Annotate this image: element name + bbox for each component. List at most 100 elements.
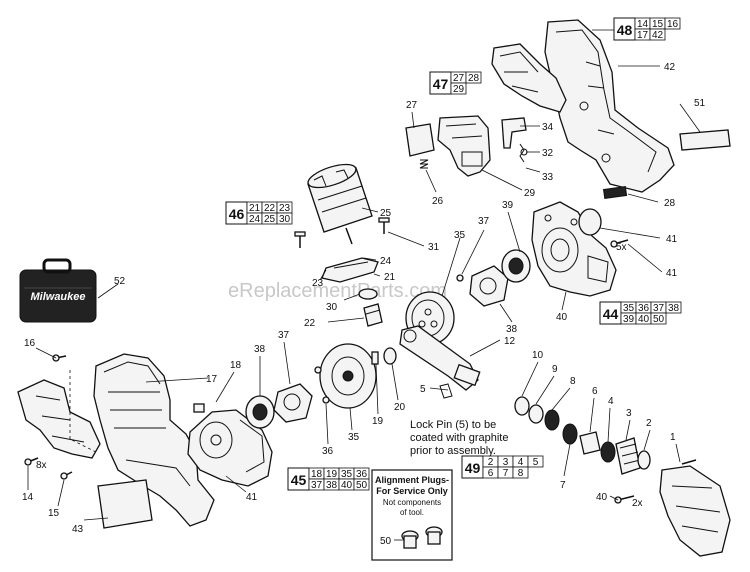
svg-text:46: 46: [229, 206, 245, 222]
part-label: 35: [348, 432, 360, 443]
watermark: eReplacementParts.com: [228, 280, 447, 302]
svg-text:14: 14: [637, 19, 649, 30]
gear-case: [531, 201, 617, 297]
blade-clamp-parts: [514, 396, 731, 557]
part-label: 41: [666, 234, 678, 245]
svg-text:6: 6: [488, 468, 494, 479]
part-label: 38: [506, 324, 518, 335]
svg-text:38: 38: [326, 480, 338, 491]
crank: [399, 325, 481, 391]
svg-text:16: 16: [667, 19, 679, 30]
part-label: 12: [504, 336, 516, 347]
svg-text:37: 37: [311, 480, 323, 491]
part-label: 37: [278, 330, 290, 341]
right-housing: [491, 19, 675, 193]
kit-44-box: 44 35 36 37 38 39 40 50: [599, 301, 682, 325]
svg-text:17: 17: [637, 30, 649, 41]
case-brand: Milwaukee: [30, 291, 85, 303]
svg-text:45: 45: [291, 472, 307, 488]
kit-49-box: 49 2 3 4 5 6 7 8: [461, 455, 544, 479]
svg-text:29: 29: [453, 84, 465, 95]
part-label: 19: [372, 416, 384, 427]
svg-text:27: 27: [453, 73, 465, 84]
part-label: 41: [666, 268, 678, 279]
part-label: 38: [254, 344, 266, 355]
part-label: 39: [502, 200, 514, 211]
part-label: 1: [670, 432, 676, 443]
part-label: 40: [556, 312, 568, 323]
svg-text:15: 15: [652, 19, 664, 30]
qty-2x: 2x: [632, 498, 643, 509]
part-label: 5: [420, 384, 426, 395]
part-label: 36: [322, 446, 334, 457]
part-label: 24: [380, 256, 392, 267]
kit-48-box: 48 14 15 16 17 42: [613, 17, 681, 41]
svg-text:47: 47: [433, 76, 449, 92]
svg-text:4: 4: [518, 457, 524, 468]
kit-45-box: 45 18 19 35 36 37 38 40 50: [287, 467, 370, 491]
leader-lines: [27, 29, 701, 521]
kit-47-box: 47 27 28 29: [429, 71, 482, 95]
part-label: 33: [542, 172, 554, 183]
svg-text:coated with graphite: coated with graphite: [410, 432, 508, 444]
part-label: 43: [72, 524, 84, 535]
part-label: 7: [560, 480, 566, 491]
part-label: 51: [694, 98, 706, 109]
svg-text:18: 18: [311, 469, 323, 480]
svg-text:2: 2: [488, 457, 494, 468]
part-label: 41: [246, 492, 258, 503]
part-label: 8: [570, 376, 576, 387]
qty-8x: 8x: [36, 460, 47, 471]
svg-text:50: 50: [653, 314, 665, 325]
part-label: 16: [24, 338, 36, 349]
part-label: 18: [230, 360, 242, 371]
kit-46-box: 46 21 22 23 24 25 30: [225, 201, 293, 225]
switch-assembly: [405, 115, 528, 177]
part-label: 17: [206, 374, 218, 385]
part-label: 28: [664, 198, 676, 209]
part-label: 40: [596, 492, 608, 503]
svg-text:of tool.: of tool.: [400, 508, 424, 517]
svg-text:49: 49: [465, 460, 481, 476]
svg-text:24: 24: [249, 214, 261, 225]
svg-text:35: 35: [341, 469, 353, 480]
svg-text:3: 3: [503, 457, 509, 468]
svg-text:7: 7: [503, 468, 509, 479]
carry-case: Milwaukee: [19, 258, 97, 323]
part-label: 10: [532, 350, 544, 361]
svg-text:For Service Only: For Service Only: [376, 486, 448, 496]
part-number-labels: 42 51 27 34 32 33 29 26 28 25 41 31 24 2…: [22, 62, 706, 535]
svg-text:38: 38: [668, 303, 680, 314]
svg-text:5: 5: [533, 457, 539, 468]
svg-text:30: 30: [279, 214, 291, 225]
svg-text:44: 44: [603, 306, 619, 322]
svg-text:50: 50: [356, 480, 368, 491]
part-label: 3: [626, 408, 632, 419]
part-label: 34: [542, 122, 554, 133]
svg-text:23: 23: [279, 203, 291, 214]
part-label: 31: [428, 242, 440, 253]
part-label: 21: [384, 272, 396, 283]
part-label: 6: [592, 386, 598, 397]
part-label: 15: [48, 508, 60, 519]
part-label: 20: [394, 402, 406, 413]
svg-text:Lock Pin (5) to be: Lock Pin (5) to be: [410, 419, 496, 431]
svg-text:37: 37: [653, 303, 665, 314]
part-label: 29: [524, 188, 536, 199]
svg-text:40: 40: [638, 314, 650, 325]
bearing: [501, 249, 531, 283]
part-label: 42: [664, 62, 676, 73]
svg-text:8: 8: [518, 468, 524, 479]
part-label: 22: [304, 318, 316, 329]
part-label: 32: [542, 148, 554, 159]
motor: [307, 163, 373, 245]
part-label: 23: [312, 278, 324, 289]
svg-text:42: 42: [652, 30, 664, 41]
left-housing: [93, 353, 215, 527]
part-label: 9: [552, 364, 558, 375]
svg-text:prior to assembly.: prior to assembly.: [410, 445, 496, 457]
svg-text:Not components: Not components: [383, 498, 441, 507]
lock-pin-note: Lock Pin (5) to be coated with graphite …: [410, 419, 508, 457]
qty-5x: 5x: [616, 242, 627, 253]
